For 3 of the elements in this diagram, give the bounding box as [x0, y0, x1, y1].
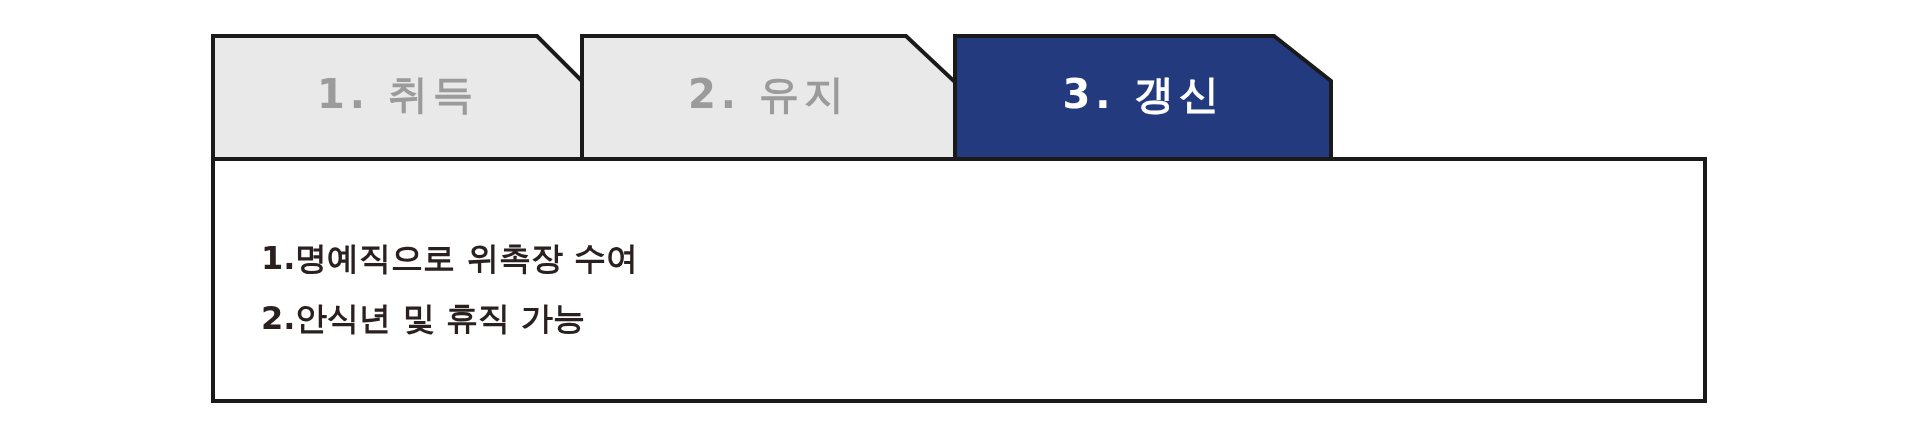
list-item: 1.명예직으로 위촉장 수여	[261, 238, 638, 278]
content-panel	[211, 157, 1707, 403]
list-item: 2.안식년 및 휴직 가능	[261, 298, 585, 338]
